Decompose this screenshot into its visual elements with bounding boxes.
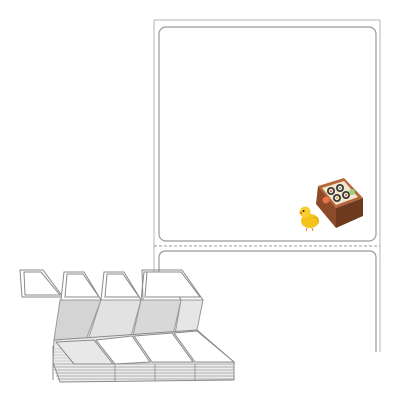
sushi-box-icon [316, 178, 363, 228]
top-panel-labels [23, 271, 202, 298]
chick-icon [299, 206, 319, 232]
fold-section [53, 299, 204, 341]
label-next [158, 250, 377, 352]
stack-top-labels [54, 330, 236, 365]
fanfold-stack [19, 269, 236, 383]
